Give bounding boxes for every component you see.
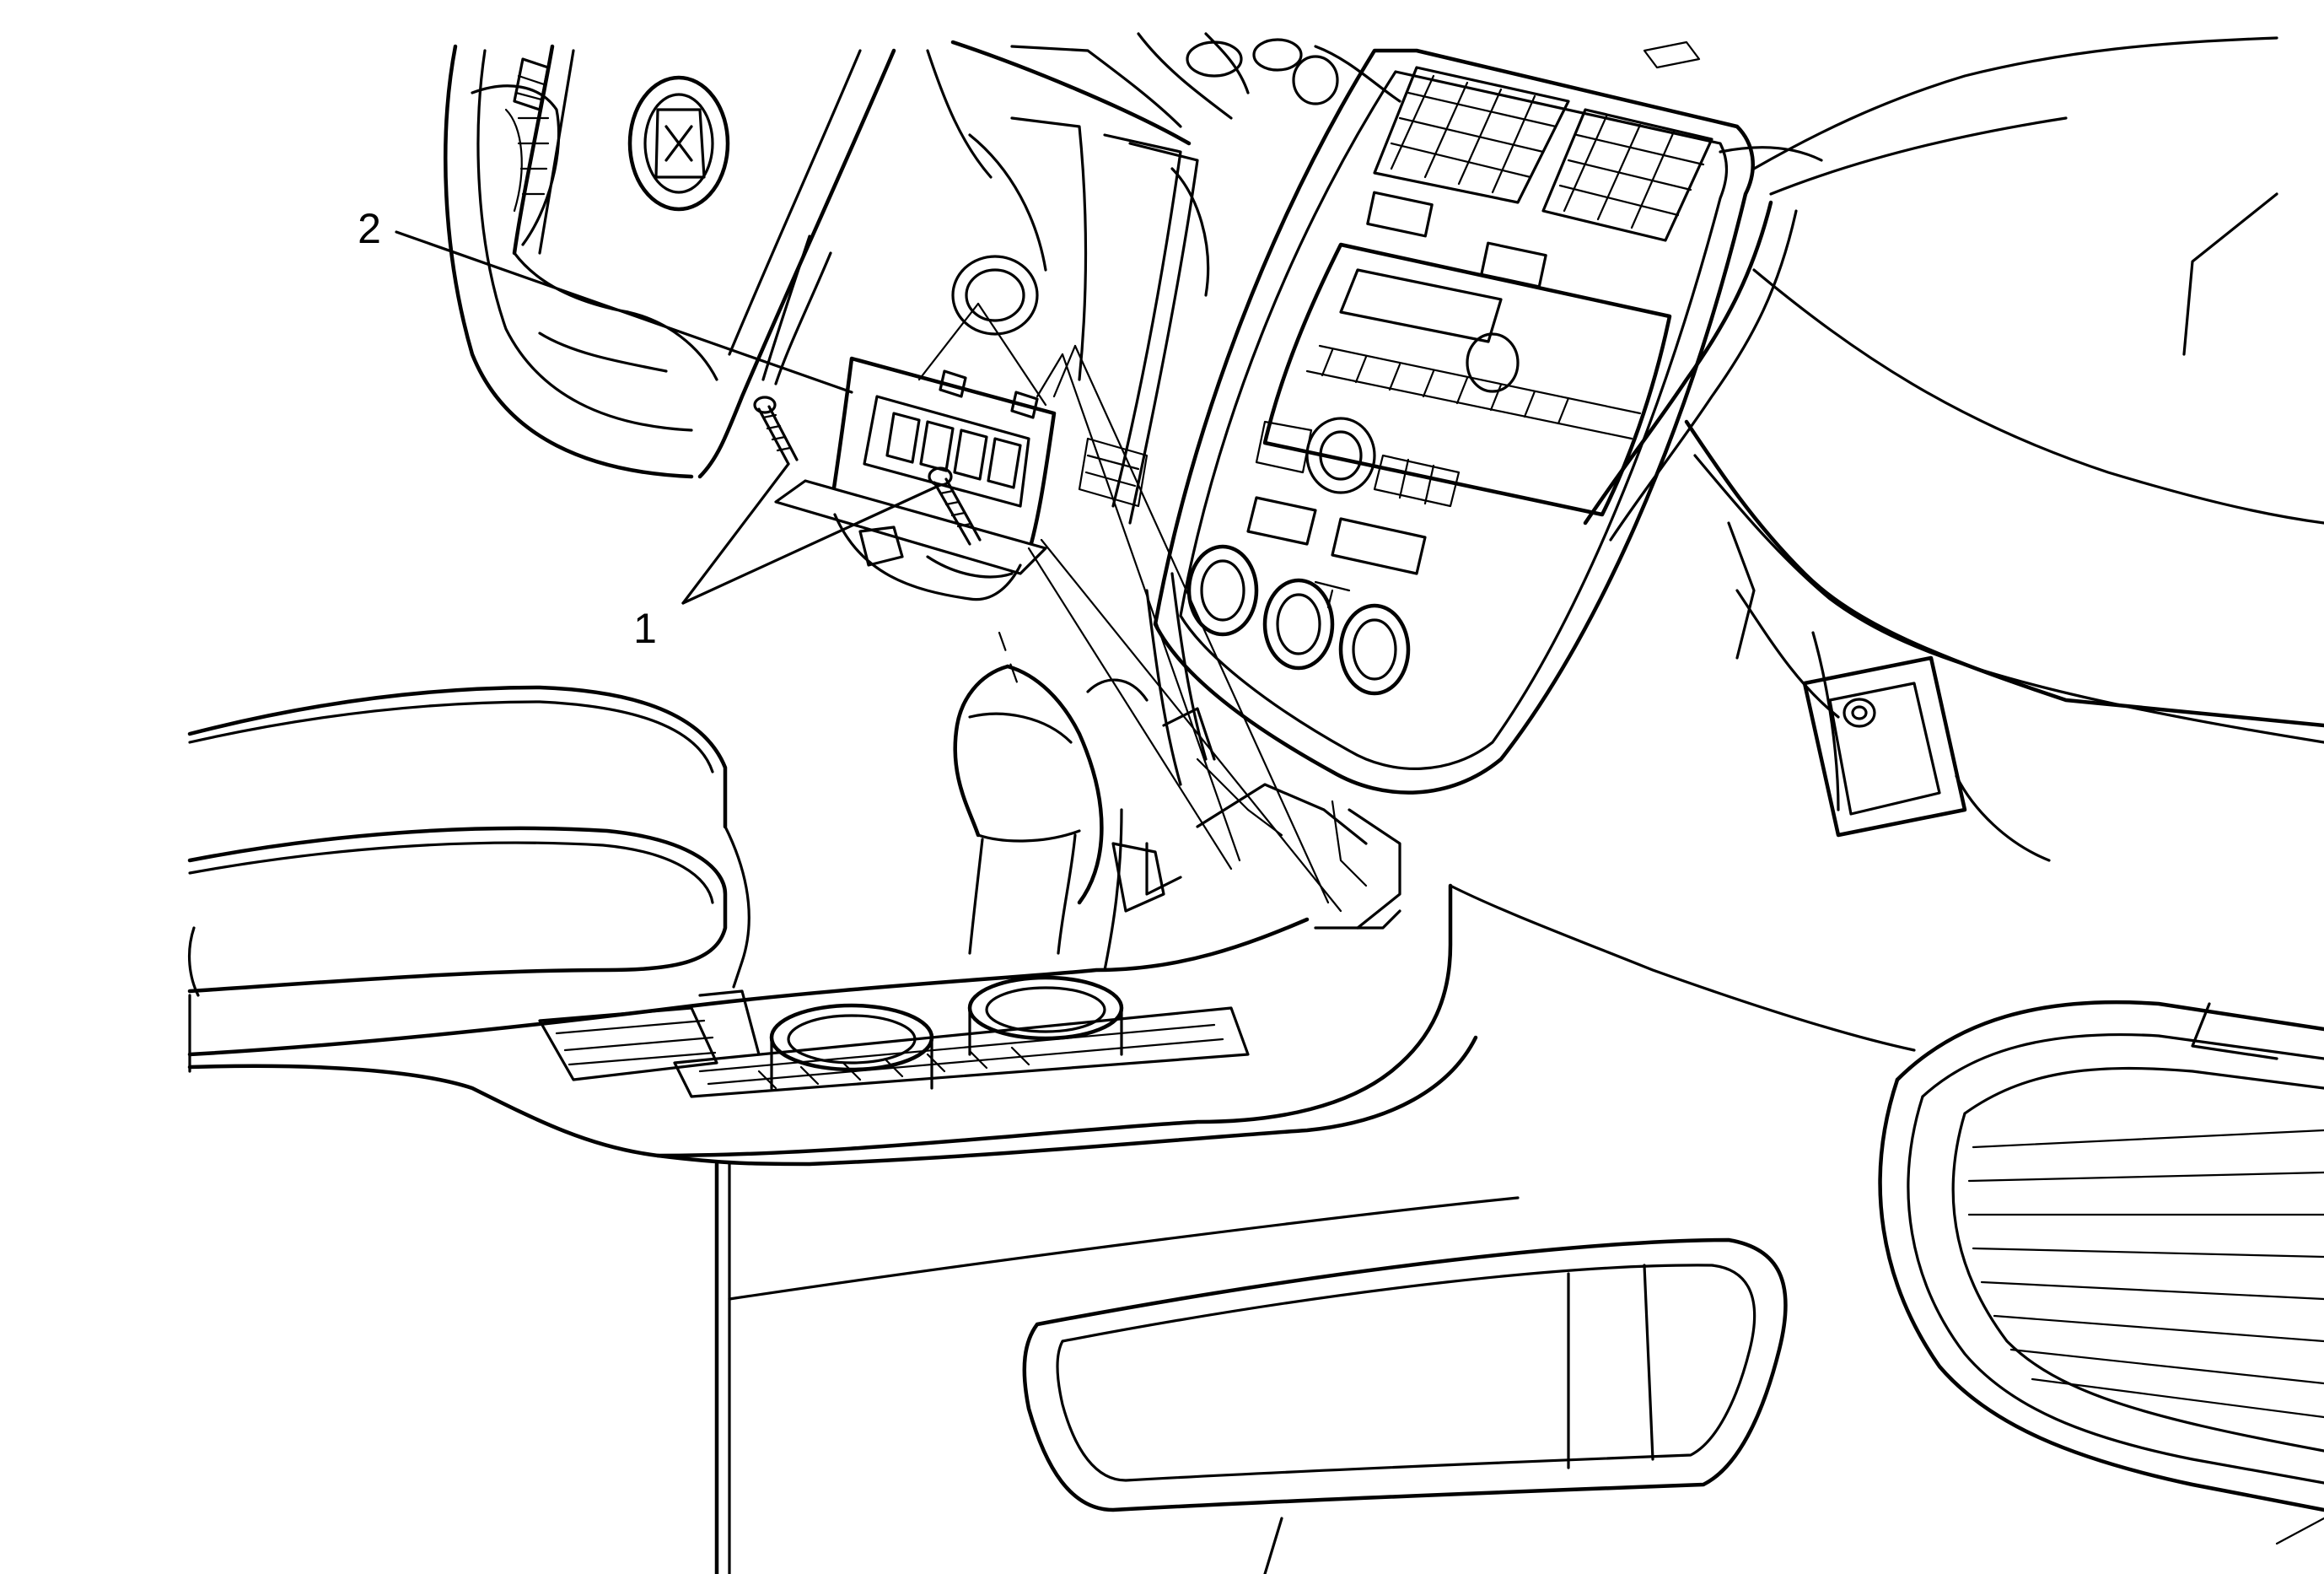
climate-knob-center	[1262, 578, 1335, 671]
callout-label-1: 1	[633, 605, 657, 652]
leader-line-1a	[681, 462, 790, 605]
radio-display	[1339, 268, 1503, 343]
ignition-bezel-ring	[951, 255, 1039, 336]
leader-line-2	[395, 230, 853, 394]
shifter-plate	[673, 1006, 1250, 1098]
lower-console-panel	[655, 884, 1916, 1574]
callout-label-2: 2	[358, 205, 381, 252]
center-stack	[1153, 48, 1755, 795]
climate-knob-left	[1186, 544, 1259, 637]
cup-holder-left	[769, 1003, 934, 1090]
callout-leaders	[395, 230, 942, 605]
radio-volume-knob	[1466, 332, 1520, 393]
door-handle-recess	[1022, 1237, 1788, 1512]
instrument-panel	[926, 32, 2278, 196]
radio-unit	[1262, 242, 1672, 517]
fastener-screw-left	[753, 396, 799, 466]
leader-line-1b	[681, 483, 942, 605]
alignment-lines	[917, 302, 1342, 913]
steering-hub-emblem	[627, 75, 730, 212]
right-air-vent	[1541, 108, 1713, 242]
passenger-dash	[1583, 192, 2324, 862]
passenger-floor-vent	[1878, 1000, 2324, 1512]
floor-outline	[188, 994, 2324, 1574]
left-door-trim	[512, 44, 575, 256]
left-air-vent	[1373, 66, 1570, 204]
console-storage	[538, 989, 761, 1081]
shift-lever	[953, 664, 1149, 972]
upper-trim-bezel	[774, 356, 1057, 601]
armrest	[187, 685, 750, 997]
glove-box-release	[1802, 655, 1967, 838]
cup-holder-right	[967, 975, 1124, 1056]
climate-knob-right	[1338, 603, 1411, 696]
center-console	[187, 783, 1453, 1158]
